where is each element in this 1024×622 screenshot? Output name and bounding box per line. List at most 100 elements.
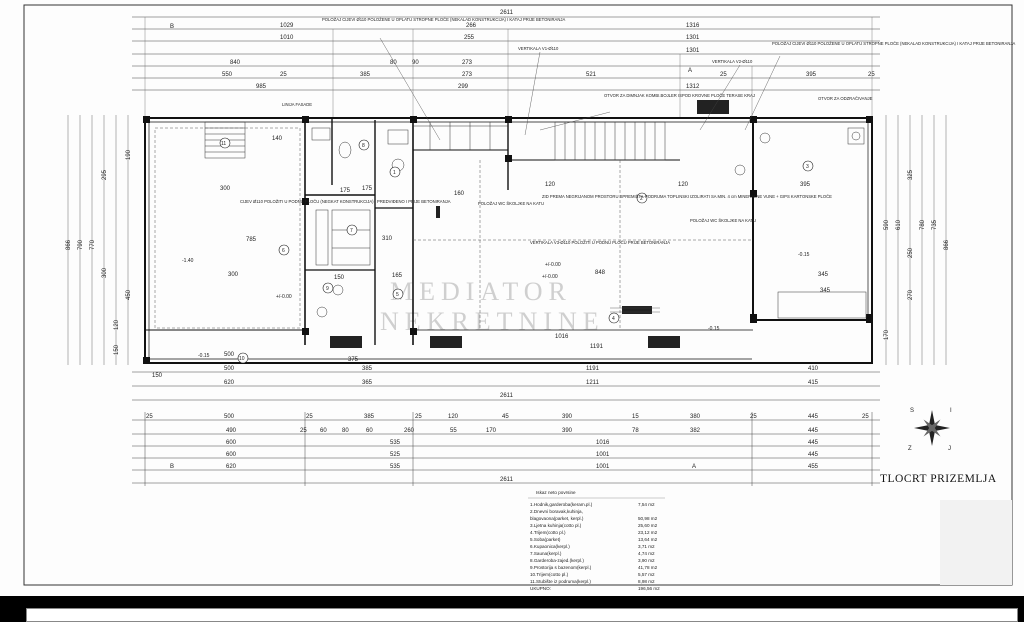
total-width-mid: 2611 bbox=[500, 393, 514, 399]
bot-dim-3-2: 535 bbox=[390, 440, 401, 446]
room-1-tag: 1 bbox=[393, 170, 396, 176]
svg-text:500: 500 bbox=[224, 352, 235, 358]
bot-dim-2-7: 55 bbox=[450, 428, 457, 434]
svg-text:300: 300 bbox=[220, 186, 231, 192]
inner-dim-1-4: 1191 bbox=[586, 366, 600, 372]
level-5: -0.15 bbox=[708, 326, 720, 332]
top-dim-4-8: 25 bbox=[868, 72, 875, 78]
bot-dim-1-12: 445 bbox=[808, 414, 819, 420]
bot-dim-3-3: 1016 bbox=[596, 440, 610, 446]
left-dim-1: 866 bbox=[66, 239, 72, 250]
area-row-12-value: 8,98 m2 bbox=[638, 579, 655, 584]
top-dim-4-2: 25 bbox=[280, 72, 287, 78]
top-dim-5-1: 985 bbox=[256, 84, 267, 90]
note-12: OTVOR ZA ODZRAČIVANJE bbox=[818, 96, 873, 101]
area-row-6-label: 5.Soba(parket) bbox=[530, 537, 561, 542]
top-dim-2-2: 255 bbox=[464, 35, 475, 41]
right-dim-8: 270 bbox=[908, 289, 914, 300]
level-2: +/-0.00 bbox=[276, 294, 292, 300]
bot-dim-5-2: 535 bbox=[390, 464, 401, 470]
top-dim-1-3: 1316 bbox=[686, 23, 700, 29]
area-row-11-value: 5,57 m2 bbox=[638, 572, 655, 577]
top-dim-4-1: 550 bbox=[222, 72, 233, 78]
area-row-8-label: 7.Sauna(kerpl.) bbox=[530, 551, 562, 556]
area-row-5-label: 4.Trijem(cotto pl.) bbox=[530, 530, 566, 535]
floor-plan-drawing: MEDIATOR NEKRETNINE 2611 B A 1029 266 13… bbox=[23, 4, 1015, 591]
level-1: -1.40 bbox=[182, 258, 194, 264]
bot-dim-1-11: 25 bbox=[750, 414, 757, 420]
left-dim-9: 190 bbox=[126, 149, 132, 160]
inner-dim-1-3: 385 bbox=[362, 366, 373, 372]
bot-dim-4-2: 525 bbox=[390, 452, 401, 458]
bot-dim-2-9: 390 bbox=[562, 428, 573, 434]
inner-dim-2-4: 415 bbox=[808, 380, 819, 386]
bot-dim-5-3: 1001 bbox=[596, 464, 610, 470]
note-2: POLOŽAJ CIJEVI Ø110 POLOŽENE U OPLATU ST… bbox=[772, 41, 1015, 46]
room-5-tag: 5 bbox=[396, 292, 399, 298]
inner-dim-1-5: 410 bbox=[808, 366, 819, 372]
right-dim-3: 780 bbox=[920, 219, 926, 230]
note-3: VERTIKALA V1-Ø110 bbox=[518, 46, 559, 51]
top-dim-3-5: 1301 bbox=[686, 48, 700, 54]
left-dim-4: 295 bbox=[102, 169, 108, 180]
svg-text:160: 160 bbox=[454, 191, 465, 197]
area-total-label: UKUPNO: bbox=[530, 586, 551, 591]
next-sheet-edge bbox=[26, 608, 1018, 622]
room-6-tag: 6 bbox=[282, 248, 285, 254]
note-5: CIJEV Ø110 POLOŽITI U PODNU PLOČU (NEGKA… bbox=[240, 199, 451, 204]
svg-text:1191: 1191 bbox=[590, 344, 604, 350]
bot-dim-2-6: 260 bbox=[404, 428, 415, 434]
room-9-tag: 9 bbox=[326, 286, 329, 292]
inner-dim-2-2: 365 bbox=[362, 380, 373, 386]
note-6: ZID PREMA NEGRIJANOM PROSTORU SPREMIŠTA-… bbox=[542, 194, 832, 199]
top-dim-3-1: 840 bbox=[230, 60, 241, 66]
bot-dim-2-3: 60 bbox=[320, 428, 327, 434]
top-dim-5-3: 1312 bbox=[686, 84, 700, 90]
compass-rose bbox=[914, 410, 950, 446]
top-dim-1-2: 266 bbox=[466, 23, 477, 29]
compass-south: J bbox=[948, 446, 951, 452]
bot-dim-3-1: 600 bbox=[226, 440, 237, 446]
svg-text:165: 165 bbox=[392, 273, 403, 279]
note-9: POLOŽAJ WC ŠKOLJKE NA KATU bbox=[690, 218, 756, 223]
left-dim-2: 790 bbox=[78, 239, 84, 250]
bot-dim-3-4: 445 bbox=[808, 440, 819, 446]
note-10: OTVOR ZA DIMNJAK KOMBI.BOJLER ISPOD KROV… bbox=[604, 93, 755, 98]
scan-blur-corner bbox=[940, 500, 1012, 585]
right-dim-2: 735 bbox=[932, 219, 938, 230]
section-b-bottom: B bbox=[170, 464, 174, 470]
left-dim-8: 450 bbox=[126, 289, 132, 300]
section-a-bottom: A bbox=[692, 464, 696, 470]
inner-dim-1-1: 150 bbox=[152, 373, 163, 379]
bot-dim-2-11: 382 bbox=[690, 428, 701, 434]
area-row-10-label: 9.Prostorija s bazenom(kerpl.) bbox=[530, 565, 592, 570]
area-row-1-label: 1.Hodnik,garderoba(keram.pl.) bbox=[530, 502, 593, 507]
svg-text:300: 300 bbox=[228, 272, 239, 278]
bot-dim-4-4: 445 bbox=[808, 452, 819, 458]
bot-dim-5-4: 455 bbox=[808, 464, 819, 470]
bot-dim-1-2: 500 bbox=[224, 414, 235, 420]
area-row-5-value: 23,12 m2 bbox=[638, 530, 658, 535]
room-8-tag: 8 bbox=[362, 143, 365, 149]
area-row-6-value: 13,64 m2 bbox=[638, 537, 658, 542]
room-4-tag: 4 bbox=[612, 316, 615, 322]
note-8: POLOŽAJ WC ŠKOLJKE NA KATU bbox=[478, 201, 544, 206]
top-dim-4-7: 395 bbox=[806, 72, 817, 78]
right-dim-6: 610 bbox=[896, 219, 902, 230]
left-dim-5: 300 bbox=[102, 267, 108, 278]
drawing-title: TLOCRT PRIZEMLJA bbox=[880, 473, 997, 485]
area-row-9-value: 3,90 m2 bbox=[638, 558, 655, 563]
level-4: +/-0.00 bbox=[545, 262, 561, 268]
watermark-line-1: MEDIATOR bbox=[390, 277, 572, 306]
total-width-top: 2611 bbox=[500, 10, 514, 16]
bot-dim-4-1: 600 bbox=[226, 452, 237, 458]
bot-dim-1-6: 120 bbox=[448, 414, 459, 420]
note-4: VERTIKALA V2-Ø110 bbox=[712, 59, 753, 64]
section-b-top: B bbox=[170, 24, 174, 30]
right-dim-1: 866 bbox=[944, 239, 950, 250]
svg-text:310: 310 bbox=[382, 236, 393, 242]
sheet-frame bbox=[23, 4, 1013, 586]
svg-text:150: 150 bbox=[334, 275, 345, 281]
top-dim-3-4: 273 bbox=[462, 60, 473, 66]
inner-dim-2-1: 620 bbox=[224, 380, 235, 386]
